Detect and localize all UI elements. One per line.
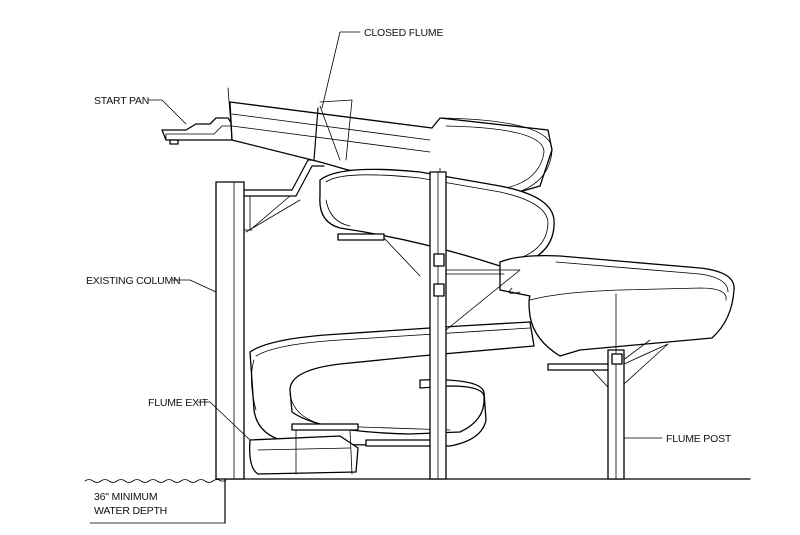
start-pan-bracket — [243, 159, 325, 233]
water-depth-label-line2: WATER DEPTH — [94, 505, 167, 517]
flume-exit-label: FLUME EXIT — [148, 397, 209, 409]
leader-existing-column — [171, 279, 217, 293]
existing-column-label: EXISTING COLUMN — [86, 275, 180, 287]
flume-post — [607, 293, 669, 480]
leader-flume-exit — [197, 401, 251, 441]
water-surface — [84, 479, 227, 483]
middle-helix — [499, 254, 735, 401]
closed-flume-label: CLOSED FLUME — [364, 27, 443, 39]
flume-post-label: FLUME POST — [666, 433, 732, 445]
leader-start-pan — [147, 99, 187, 125]
flume-exit — [249, 423, 433, 475]
start-pan — [161, 87, 233, 145]
leader-closed-flume — [321, 31, 361, 109]
closed-flume — [229, 99, 553, 197]
ground-line — [89, 478, 751, 524]
start-pan-label: START PAN — [94, 95, 149, 107]
center-post — [429, 167, 521, 480]
existing-column — [215, 181, 253, 480]
water-depth-label-line1: 36" MINIMUM — [94, 491, 157, 503]
